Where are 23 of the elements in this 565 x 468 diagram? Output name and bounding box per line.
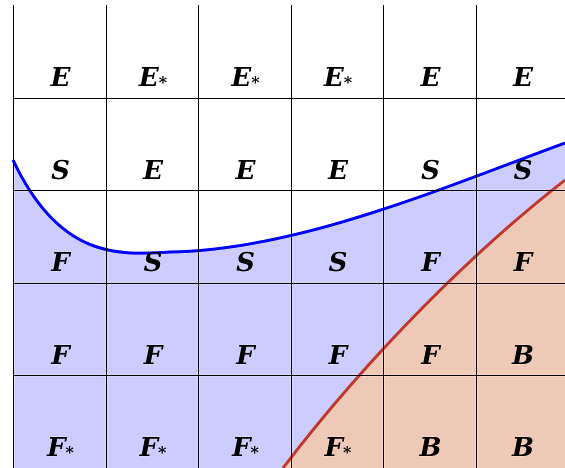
table-cell: E: [13, 5, 107, 100]
table-cell: S: [383, 98, 477, 192]
table-cell: F: [198, 282, 292, 377]
table-cell: F: [290, 282, 384, 377]
table-cell: E: [476, 5, 565, 100]
table-cell: S: [476, 98, 565, 192]
table-cell: S: [106, 190, 200, 284]
table-cell: B: [476, 282, 565, 377]
table-cell: E: [198, 98, 292, 192]
table-cell: B: [476, 375, 565, 468]
table-cell: F: [383, 282, 477, 377]
table-cell: E: [106, 98, 200, 192]
table-cell: S: [13, 98, 107, 192]
table-cell: S: [290, 190, 384, 284]
table-cell: F: [476, 190, 565, 284]
table-cell: F: [383, 190, 477, 284]
table-cell: F: [13, 190, 107, 284]
table-cell: S: [198, 190, 292, 284]
table-cell: E: [290, 98, 384, 192]
table-cell: F: [13, 282, 107, 377]
table-cell: F: [106, 282, 200, 377]
table-cell: E: [383, 5, 477, 100]
table-cell: B: [383, 375, 477, 468]
